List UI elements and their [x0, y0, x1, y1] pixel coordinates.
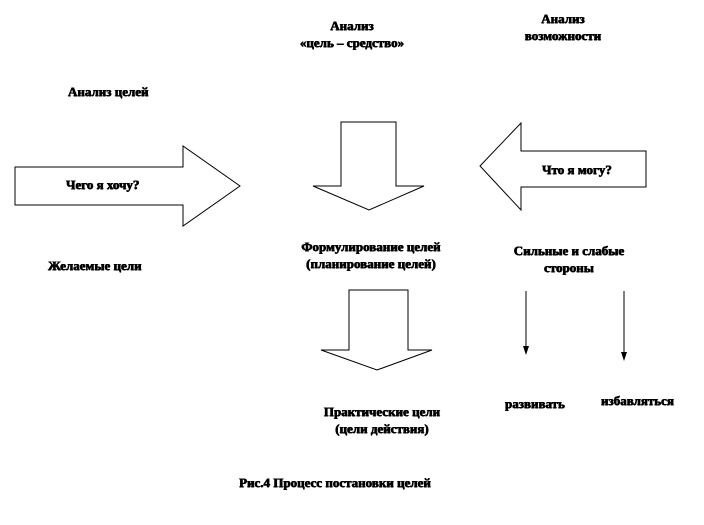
get-rid-label: избавляться — [601, 393, 674, 408]
strengths-line-1: Сильные и слабые — [513, 243, 625, 258]
practical-goals-line-1: Практические цели — [323, 404, 441, 419]
possibilities-analysis-line-1: Анализ — [541, 11, 585, 26]
means-analysis-line-1: Анализ — [330, 18, 374, 33]
possibilities-analysis-header: Анализ возможности — [525, 10, 601, 44]
figure-caption: Рис.4 Процесс постановки целей — [239, 475, 431, 490]
want-arrow — [14, 145, 241, 227]
develop-arrowhead — [523, 346, 529, 355]
can-arrow-label: Что я могу? — [542, 162, 612, 177]
possibilities-analysis-line-2: возможности — [524, 28, 602, 43]
formulation-down-arrow — [320, 289, 433, 371]
formulation-line-1: Формулирование целей — [301, 239, 441, 254]
formulation-label: Формулирование целей (планирование целей… — [301, 238, 440, 272]
can-arrow — [479, 121, 647, 212]
analysis-down-arrow — [312, 121, 425, 211]
strengths-weaknesses-label: Сильные и слабые стороны — [514, 242, 624, 276]
goals-analysis-label: Анализ целей — [68, 84, 149, 99]
desired-goals-label: Желаемые цели — [48, 258, 142, 273]
develop-label: развивать — [505, 396, 565, 411]
means-analysis-header: Анализ «цель – средство» — [300, 17, 404, 51]
practical-goals-line-2: (цели действия) — [335, 421, 429, 436]
means-analysis-line-2: «цель – средство» — [299, 35, 405, 50]
practical-goals-label: Практические цели (цели действия) — [324, 403, 440, 437]
want-arrow-label: Чего я хочу? — [66, 177, 140, 192]
get-rid-arrowhead — [621, 352, 627, 361]
formulation-line-2: (планирование целей) — [306, 256, 436, 271]
strengths-line-2: стороны — [544, 260, 594, 275]
